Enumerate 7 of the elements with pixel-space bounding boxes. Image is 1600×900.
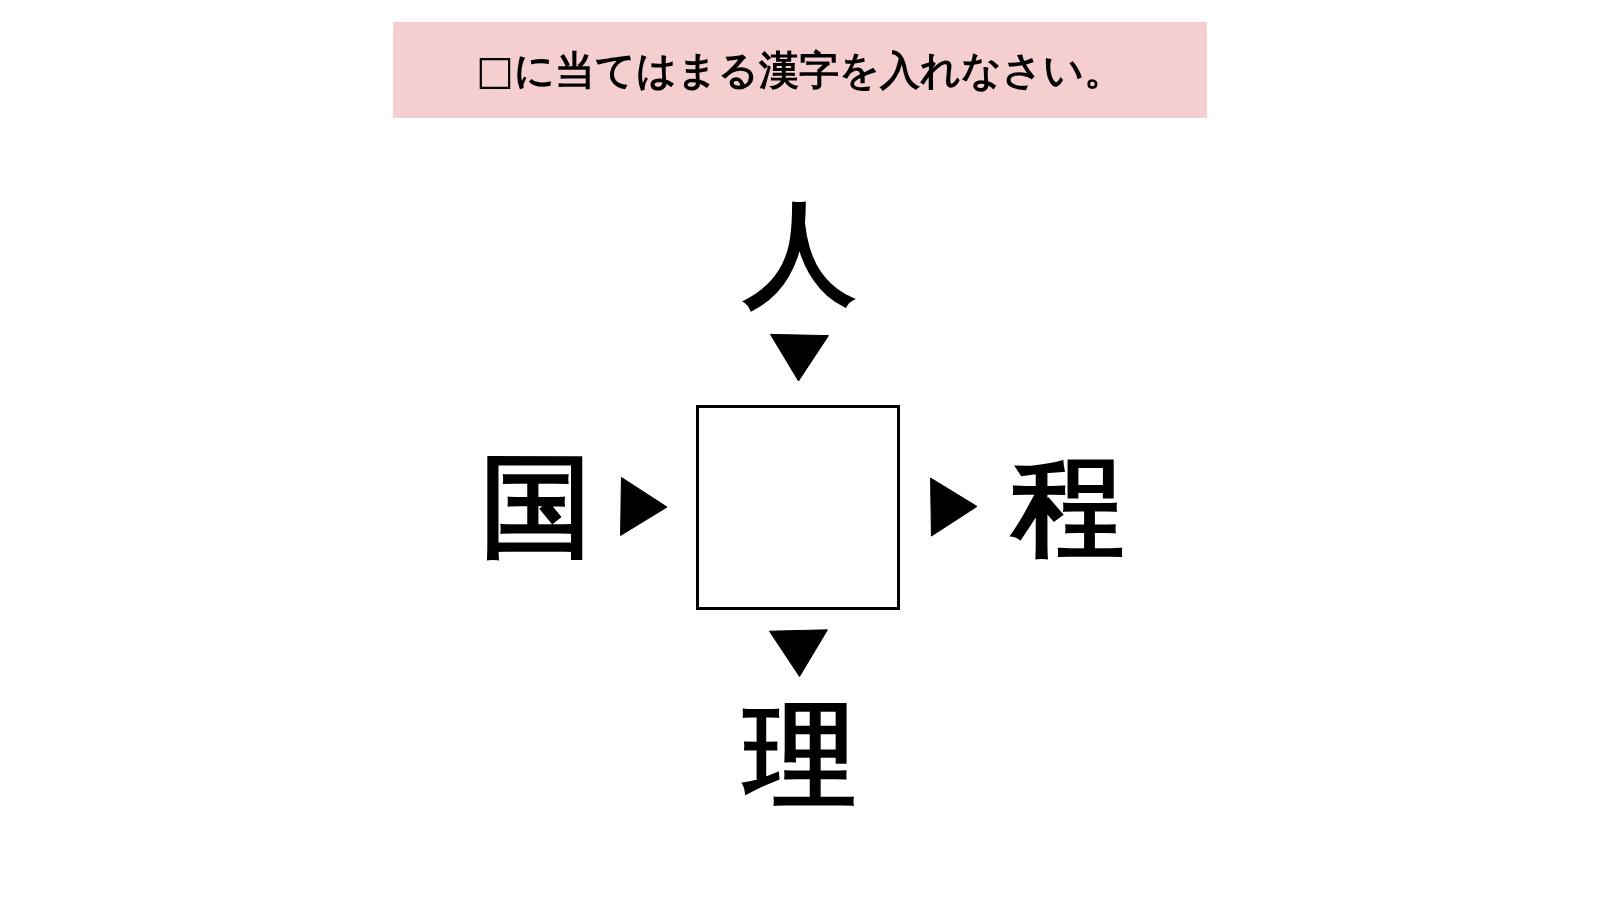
title-text: □に当てはまる漢字を入れなさい。 — [476, 45, 1124, 95]
answer-box — [696, 405, 900, 610]
arrow — [770, 333, 829, 382]
arrow — [769, 629, 828, 677]
kanji-text: 国 — [480, 450, 592, 562]
arrow — [620, 476, 668, 536]
arrow — [930, 477, 978, 537]
